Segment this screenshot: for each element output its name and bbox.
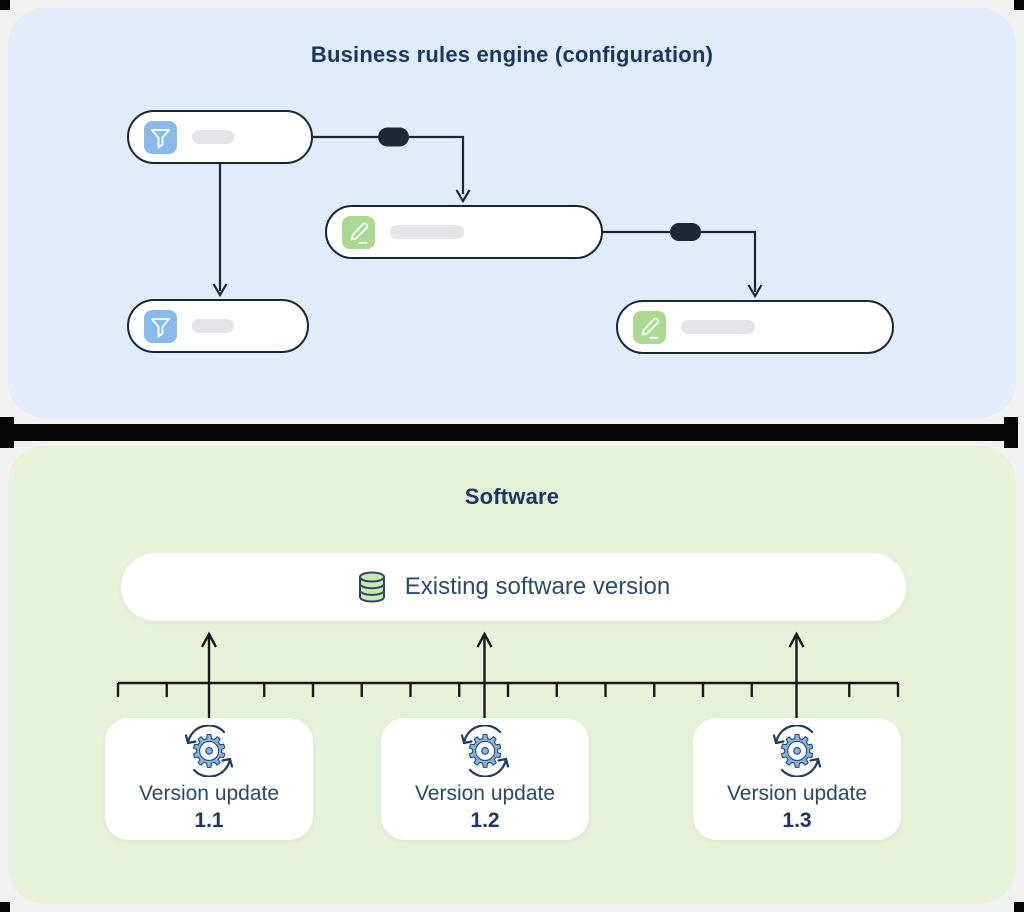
arrowhead-icon (476, 631, 493, 648)
connector-node-pill (670, 223, 701, 241)
gear-sync-icon: ⚙ (456, 724, 514, 782)
corner-artifact (0, 902, 10, 912)
arrowhead-icon (200, 631, 218, 648)
svg-text:⚙: ⚙ (189, 727, 228, 778)
corner-artifact (1014, 902, 1024, 912)
database-icon (357, 570, 387, 604)
timeline-ticks (116, 683, 900, 697)
edit-node-middle (325, 205, 603, 259)
svg-text:⚙: ⚙ (777, 727, 816, 778)
funnel-icon (144, 120, 177, 154)
connector-node-pill (378, 127, 409, 147)
gear-sync-icon: ⚙ (180, 724, 238, 782)
connector-line (409, 135, 465, 194)
section-divider (0, 424, 1014, 441)
redacted-text-bar (192, 319, 234, 333)
filter-node-top (127, 110, 313, 164)
redacted-text-bar (681, 320, 755, 334)
version-card: ⚙ Version update 1.3 (693, 718, 901, 840)
gear-sync-icon: ⚙ (768, 724, 826, 782)
arrowhead-icon (212, 283, 228, 298)
edit-node-right (616, 300, 894, 354)
arrowhead-icon (747, 284, 763, 299)
version-number: 1.3 (782, 809, 812, 833)
filter-node-bottom (127, 299, 309, 353)
version-card-label: Version update (414, 782, 556, 805)
funnel-icon (144, 309, 177, 343)
pen-icon (342, 215, 375, 249)
rules-panel-title: Business rules engine (configuration) (310, 42, 714, 67)
software-panel: Software Existing software version (8, 446, 1016, 904)
pen-icon (633, 310, 666, 344)
flow-connectors (212, 127, 763, 299)
divider-endcap (0, 417, 14, 448)
divider-endcap (1004, 417, 1018, 448)
redacted-text-bar (192, 130, 234, 144)
version-card-label: Version update (138, 782, 280, 805)
connector-line (701, 230, 757, 292)
existing-software-label: Existing software version (404, 573, 671, 600)
corner-artifact (1014, 0, 1024, 10)
version-card-label: Version update (726, 782, 868, 805)
arrowhead-icon (455, 189, 471, 204)
version-card: ⚙ Version update 1.2 (381, 718, 589, 840)
svg-text:⚙: ⚙ (465, 727, 504, 778)
timeline-svg (116, 631, 900, 720)
arrowhead-icon (788, 631, 805, 648)
version-card: ⚙ Version update 1.1 (105, 718, 313, 840)
redacted-text-bar (390, 225, 464, 239)
version-number: 1.1 (194, 809, 224, 833)
rules-panel: Business rules engine (configuration) (8, 8, 1016, 418)
existing-software-box: Existing software version (121, 553, 906, 621)
version-number: 1.2 (470, 809, 500, 833)
software-panel-title: Software (464, 484, 560, 509)
corner-artifact (0, 0, 10, 10)
